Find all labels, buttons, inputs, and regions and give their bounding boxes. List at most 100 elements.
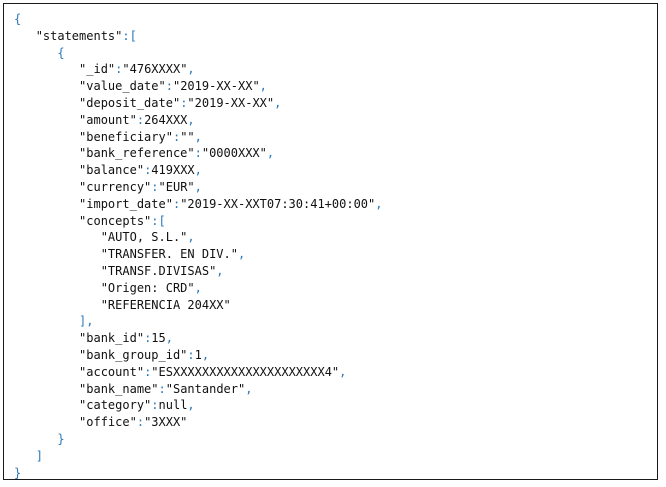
code-line: { bbox=[14, 45, 383, 62]
code-line: "balance":419XXX, bbox=[14, 162, 383, 179]
code-line: "TRANSF.DIVISAS", bbox=[14, 263, 383, 280]
json-punctuation: : bbox=[194, 146, 202, 161]
code-line: "beneficiary":"", bbox=[14, 129, 383, 146]
code-line: ] bbox=[14, 448, 383, 465]
code-line: "AUTO, S.L.", bbox=[14, 229, 383, 246]
json-key: "value_date" bbox=[79, 79, 166, 94]
json-value: "2019-XX-XX" bbox=[172, 79, 260, 94]
json-punctuation: : bbox=[158, 381, 166, 396]
json-value: "476XXXX" bbox=[122, 62, 188, 77]
json-punctuation: : bbox=[151, 179, 159, 194]
json-punctuation: , bbox=[187, 230, 195, 245]
json-punctuation: : bbox=[180, 95, 188, 110]
json-key: "beneficiary" bbox=[79, 129, 173, 144]
json-value: "TRANSF.DIVISAS" bbox=[100, 263, 217, 278]
json-punctuation: : bbox=[165, 79, 173, 94]
json-value: "ESXXXXXXXXXXXXXXXXXXXXX4" bbox=[151, 364, 340, 379]
code-line: "category":null, bbox=[14, 397, 383, 414]
code-line: "statements":[ bbox=[14, 28, 383, 45]
code-line: "bank_id":15, bbox=[14, 330, 383, 347]
code-line: "amount":264XXX, bbox=[14, 112, 383, 129]
json-punctuation: , bbox=[339, 364, 347, 379]
json-key: "bank_id" bbox=[79, 331, 145, 346]
json-value: "AUTO, S.L." bbox=[100, 230, 188, 245]
json-value: 419XXX bbox=[151, 163, 195, 178]
json-punctuation: , bbox=[187, 112, 195, 127]
code-line: "bank_group_id":1, bbox=[14, 347, 383, 364]
json-punctuation: ], bbox=[79, 314, 94, 329]
json-punctuation: : bbox=[187, 347, 195, 362]
json-punctuation: ] bbox=[35, 448, 43, 463]
json-punctuation: , bbox=[187, 398, 195, 413]
json-punctuation: , bbox=[194, 280, 202, 295]
code-line: "Origen: CRD", bbox=[14, 280, 383, 297]
json-key: "import_date" bbox=[79, 196, 173, 211]
json-value: "Santander" bbox=[165, 381, 246, 396]
json-punctuation: : bbox=[115, 62, 123, 77]
code-line: "bank_reference":"0000XXX", bbox=[14, 145, 383, 162]
json-punctuation: : bbox=[151, 398, 159, 413]
json-key: "_id" bbox=[79, 62, 116, 77]
json-value: "2019-XX-XXT07:30:41+00:00" bbox=[180, 196, 376, 211]
json-key: "bank_group_id" bbox=[79, 347, 188, 362]
json-punctuation: , bbox=[201, 347, 210, 362]
json-punctuation: , bbox=[274, 95, 282, 110]
json-value: "3XXX" bbox=[144, 415, 188, 430]
json-value: 264XXX bbox=[144, 112, 188, 127]
code-line: "REFERENCIA 204XX" bbox=[14, 297, 383, 314]
json-punctuation: : bbox=[172, 129, 181, 144]
json-punctuation: , bbox=[194, 179, 202, 194]
code-line: "import_date":"2019-XX-XXT07:30:41+00:00… bbox=[14, 196, 383, 213]
code-line: "_id":"476XXXX", bbox=[14, 61, 383, 78]
json-value: "REFERENCIA 204XX" bbox=[100, 297, 231, 312]
json-punctuation: { bbox=[14, 12, 22, 26]
json-punctuation: :[ bbox=[122, 28, 137, 43]
code-line: { bbox=[14, 11, 383, 28]
code-listing-frame: { "statements":[ { "_id":"476XXXX", "val… bbox=[3, 3, 658, 480]
json-value: 15 bbox=[151, 331, 166, 346]
json-punctuation: : bbox=[144, 331, 152, 346]
code-line: "deposit_date":"2019-XX-XX", bbox=[14, 95, 383, 112]
json-key: "concepts" bbox=[79, 213, 152, 228]
json-key: "account" bbox=[79, 364, 145, 379]
json-key: "bank_reference" bbox=[79, 146, 195, 161]
json-value: "2019-XX-XX" bbox=[187, 95, 275, 110]
json-key: "balance" bbox=[79, 163, 145, 178]
json-punctuation: , bbox=[165, 331, 173, 346]
json-punctuation: , bbox=[266, 146, 275, 161]
json-key: "deposit_date" bbox=[79, 95, 181, 110]
code-line: } bbox=[14, 465, 383, 482]
json-punctuation: , bbox=[245, 381, 253, 396]
json-punctuation: : bbox=[136, 112, 145, 127]
json-key: "amount" bbox=[79, 112, 137, 127]
json-value: "Origen: CRD" bbox=[100, 280, 195, 295]
json-key: "office" bbox=[79, 415, 137, 430]
json-value: "0000XXX" bbox=[201, 146, 267, 161]
json-punctuation: , bbox=[187, 62, 195, 77]
json-punctuation: , bbox=[259, 79, 267, 94]
json-key: "category" bbox=[79, 398, 152, 413]
json-value: "EUR" bbox=[158, 179, 195, 194]
json-value: null bbox=[158, 398, 188, 413]
code-line: "TRANSFER. EN DIV.", bbox=[14, 246, 383, 263]
json-punctuation: : bbox=[144, 364, 152, 379]
json-punctuation: , bbox=[237, 247, 246, 262]
json-punctuation: , bbox=[375, 196, 383, 211]
code-line: "bank_name":"Santander", bbox=[14, 381, 383, 398]
json-value: "" bbox=[180, 129, 195, 144]
code-line: "account":"ESXXXXXXXXXXXXXXXXXXXXX4", bbox=[14, 364, 383, 381]
json-key: "statements" bbox=[35, 28, 123, 43]
json-punctuation: : bbox=[144, 163, 152, 178]
code-line: "office":"3XXX" bbox=[14, 414, 383, 431]
code-line: "currency":"EUR", bbox=[14, 179, 383, 196]
json-punctuation: { bbox=[57, 45, 65, 60]
json-punctuation: : bbox=[136, 415, 145, 430]
code-line: "concepts":[ bbox=[14, 213, 383, 230]
code-line: "value_date":"2019-XX-XX", bbox=[14, 78, 383, 95]
json-punctuation: , bbox=[194, 129, 202, 144]
json-punctuation: : bbox=[172, 196, 181, 211]
json-value: 1 bbox=[194, 347, 202, 362]
json-punctuation: , bbox=[216, 263, 224, 278]
json-code-block: { "statements":[ { "_id":"476XXXX", "val… bbox=[14, 11, 383, 481]
json-punctuation: } bbox=[57, 431, 65, 446]
